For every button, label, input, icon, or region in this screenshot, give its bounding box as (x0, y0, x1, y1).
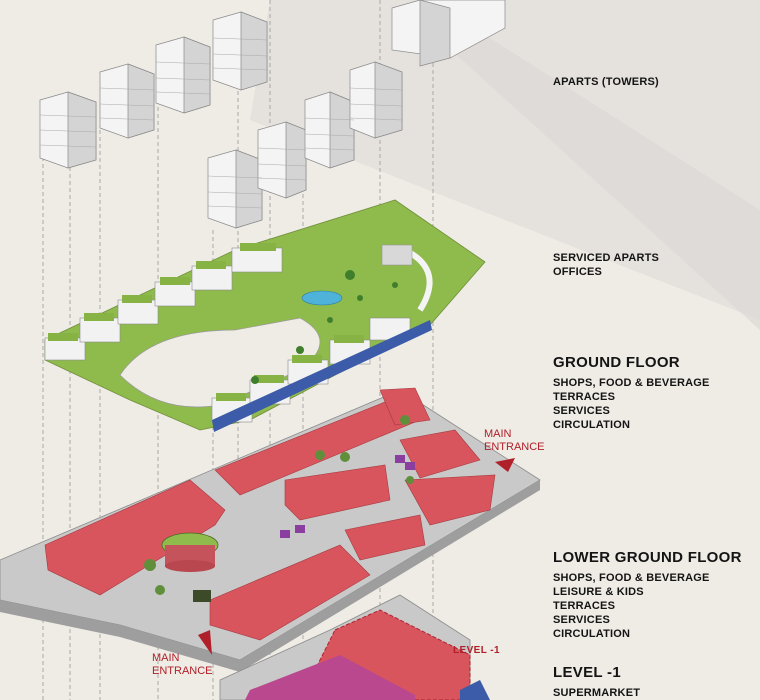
entrance-marker-left (198, 630, 212, 655)
swimming-pool (301, 290, 343, 306)
level-1-blue (460, 680, 490, 700)
lgf-trees (144, 415, 414, 595)
label-ground-line: TERRACES (553, 391, 616, 403)
retail-units (44, 387, 496, 641)
apartment-blocks (44, 247, 411, 423)
label-level-minus1-line: SUPERMARKET (553, 687, 641, 699)
label-ground-title: GROUND FLOOR (553, 354, 680, 371)
label-level-minus1-title: LEVEL -1 (553, 664, 621, 681)
roof-gardens (48, 243, 364, 401)
towers-level (39, 0, 506, 229)
label-serviced-line: SERVICED APARTS (553, 252, 660, 264)
label-towers: APARTS (TOWERS) (553, 75, 659, 89)
label-lower-line: TERRACES (553, 600, 616, 612)
label-lower-ground: LOWER GROUND FLOOR SHOPS, FOOD & BEVERAG… (553, 548, 742, 641)
label-lower-line: LEISURE & KIDS (553, 586, 644, 598)
curved-walkway (403, 247, 433, 312)
main-entrance-word: ENTRANCE (484, 441, 545, 453)
label-lower-title: LOWER GROUND FLOOR (553, 549, 742, 566)
main-entrance-label-left: MAIN ENTRANCE (152, 652, 213, 678)
label-towers-line: APARTS (TOWERS) (553, 76, 659, 88)
tower-window-bands (39, 37, 403, 209)
entrance-marker-right (495, 458, 515, 472)
label-ground-line: CIRCULATION (553, 419, 631, 431)
serviced-aparts-level (44, 199, 486, 432)
projection-shadow-lower (430, 0, 760, 330)
garden-trees (251, 270, 398, 384)
main-entrance-word: MAIN (152, 652, 180, 664)
label-lower-line: CIRCULATION (553, 628, 631, 640)
label-serviced: SERVICED APARTS OFFICES (553, 251, 659, 279)
courtyard-void (119, 317, 321, 408)
label-ground-floor: GROUND FLOOR SHOPS, FOOD & BEVERAGE TERR… (553, 353, 710, 432)
label-lower-line: SERVICES (553, 614, 611, 626)
main-entrance-word: ENTRANCE (152, 665, 213, 677)
lgf-kiosks (280, 455, 415, 538)
pavilion (381, 244, 413, 266)
lower-ground-floor (0, 387, 541, 672)
main-entrance-word: MAIN (484, 428, 512, 440)
lgf-terraces (161, 532, 219, 572)
stair-core (193, 590, 211, 602)
level-minus1 (219, 594, 490, 700)
level-minus1-tag: LEVEL -1 (453, 645, 500, 656)
label-serviced-line: OFFICES (553, 266, 603, 278)
glass-base (212, 320, 432, 432)
supermarket (245, 655, 415, 700)
label-lower-line: SHOPS, FOOD & BEVERAGE (553, 572, 710, 584)
label-ground-line: SERVICES (553, 405, 611, 417)
label-ground-line: SHOPS, FOOD & BEVERAGE (553, 377, 710, 389)
main-entrance-label-right: MAIN ENTRANCE (484, 428, 545, 454)
label-level-minus1: LEVEL -1 SUPERMARKET (553, 663, 640, 700)
